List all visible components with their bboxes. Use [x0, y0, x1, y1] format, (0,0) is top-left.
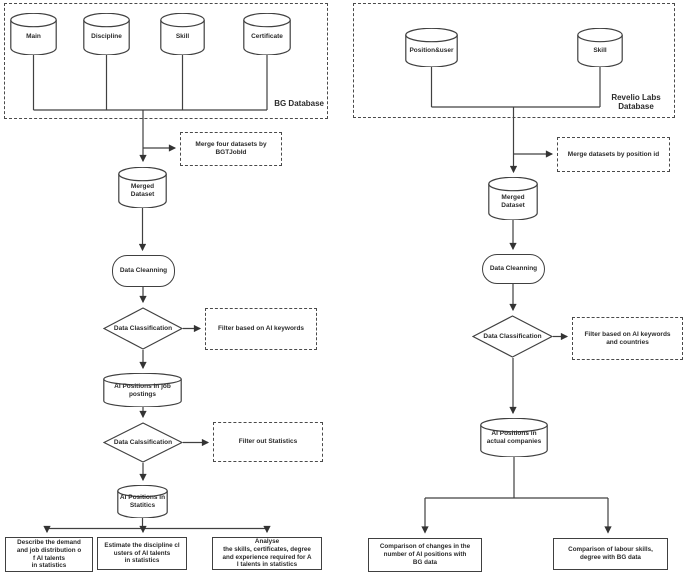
discipline-dataset-label: Discipline: [91, 33, 122, 41]
merged-dataset-left-cylinder: Merged Dataset: [118, 167, 167, 208]
diamond-shape: [472, 315, 553, 358]
certificate-dataset-label: Certificate: [251, 33, 283, 41]
output-comparison-skills: Comparison of labour skills, degree with…: [553, 538, 668, 570]
ai-positions-job-postings-cylinder: AI Positions in job postings: [103, 373, 182, 407]
data-cleaning-left-label: Data Cleanning: [119, 267, 168, 275]
diamond-shape: [103, 422, 183, 463]
main-dataset-cylinder: Main: [10, 13, 57, 55]
filter-ai-keywords-left-label: Filter based on AI keywords: [217, 325, 305, 333]
output-comparison-positions-label: Comparison of changes in the number of A…: [379, 543, 471, 566]
merge-note-right-label: Merge datasets by position id: [567, 150, 660, 158]
cylinder-shape: [10, 13, 57, 55]
merged-dataset-right-label: Merged Dataset: [501, 193, 525, 209]
data-classification-left-2-label: Data Calssification: [113, 438, 173, 446]
ai-positions-statistics-label: AI Positions in Statitics: [119, 494, 166, 509]
skill-rl-dataset-cylinder: Skill: [577, 28, 623, 67]
filter-out-statistics: Filter out Statistics: [213, 422, 323, 462]
bg-database-group: [4, 3, 328, 119]
cylinder-shape: [83, 13, 130, 55]
output-comparison-skills-label: Comparison of labour skills, degree with…: [568, 546, 653, 561]
merged-dataset-left-label: Merged Dataset: [130, 182, 155, 198]
merge-note-right: Merge datasets by position id: [557, 137, 670, 172]
bg-database-label: BG Database: [274, 99, 324, 108]
data-classification-left-1: Data Classification: [103, 307, 183, 350]
output-analyse-skills-label: Analyse the skills, certificates, degree…: [222, 538, 312, 569]
skill-dataset-label: Skill: [175, 33, 190, 41]
position-user-dataset-label: Position&user: [409, 46, 454, 54]
merge-note-left: Merge four datasets by BGTJobId: [180, 132, 282, 166]
output-describe-demand: Describe the demand and job distribution…: [5, 537, 93, 572]
cylinder-shape: [480, 418, 548, 457]
certificate-dataset-cylinder: Certificate: [243, 13, 291, 55]
filter-ai-keywords-countries: Filter based on AI keywords and countrie…: [572, 317, 683, 360]
merge-note-left-label: Merge four datasets by BGTJobId: [195, 141, 267, 156]
position-user-dataset-cylinder: Position&user: [405, 28, 458, 67]
output-describe-demand-label: Describe the demand and job distribution…: [16, 539, 82, 570]
cylinder-shape: [103, 373, 182, 407]
cylinder-shape: [488, 177, 538, 220]
filter-ai-keywords-left: Filter based on AI keywords: [205, 308, 317, 350]
output-comparison-positions: Comparison of changes in the number of A…: [368, 538, 482, 572]
discipline-dataset-cylinder: Discipline: [83, 13, 130, 55]
data-classification-right: Data Classification: [472, 315, 553, 358]
cylinder-shape: [405, 28, 458, 67]
skill-dataset-cylinder: Skill: [160, 13, 205, 55]
data-cleaning-right-label: Data Cleanning: [489, 265, 538, 273]
data-cleaning-left: Data Cleanning: [112, 255, 175, 287]
skill-rl-dataset-label: Skill: [593, 46, 607, 54]
filter-out-statistics-label: Filter out Statistics: [238, 438, 298, 446]
diamond-shape: [103, 307, 183, 350]
filter-ai-keywords-countries-label: Filter based on AI keywords and countrie…: [584, 330, 671, 346]
revelio-database-label: Revelio Labs Database: [611, 93, 661, 112]
data-classification-right-label: Data Classification: [483, 332, 542, 340]
data-cleaning-right: Data Cleanning: [482, 254, 545, 284]
data-classification-left-1-label: Data Classification: [113, 324, 173, 332]
data-classification-left-2: Data Calssification: [103, 422, 183, 463]
ai-positions-job-postings-label: AI Positions in job postings: [114, 382, 171, 398]
ai-positions-actual-companies-label: AI Positions in actual companies: [486, 430, 542, 445]
output-estimate-clusters-label: Estimate the discipline cl usters of AI …: [104, 541, 180, 565]
main-dataset-label: Main: [26, 33, 41, 41]
output-analyse-skills: Analyse the skills, certificates, degree…: [212, 537, 322, 570]
ai-positions-actual-companies-cylinder: AI Positions in actual companies: [480, 418, 548, 457]
ai-positions-statistics-cylinder: AI Positions in Statitics: [117, 485, 168, 518]
cylinder-shape: [117, 485, 168, 518]
cylinder-shape: [118, 167, 167, 208]
cylinder-shape: [243, 13, 291, 55]
cylinder-shape: [160, 13, 205, 55]
cylinder-shape: [577, 28, 623, 67]
merged-dataset-right-cylinder: Merged Dataset: [488, 177, 538, 220]
output-estimate-clusters: Estimate the discipline cl usters of AI …: [97, 537, 187, 570]
